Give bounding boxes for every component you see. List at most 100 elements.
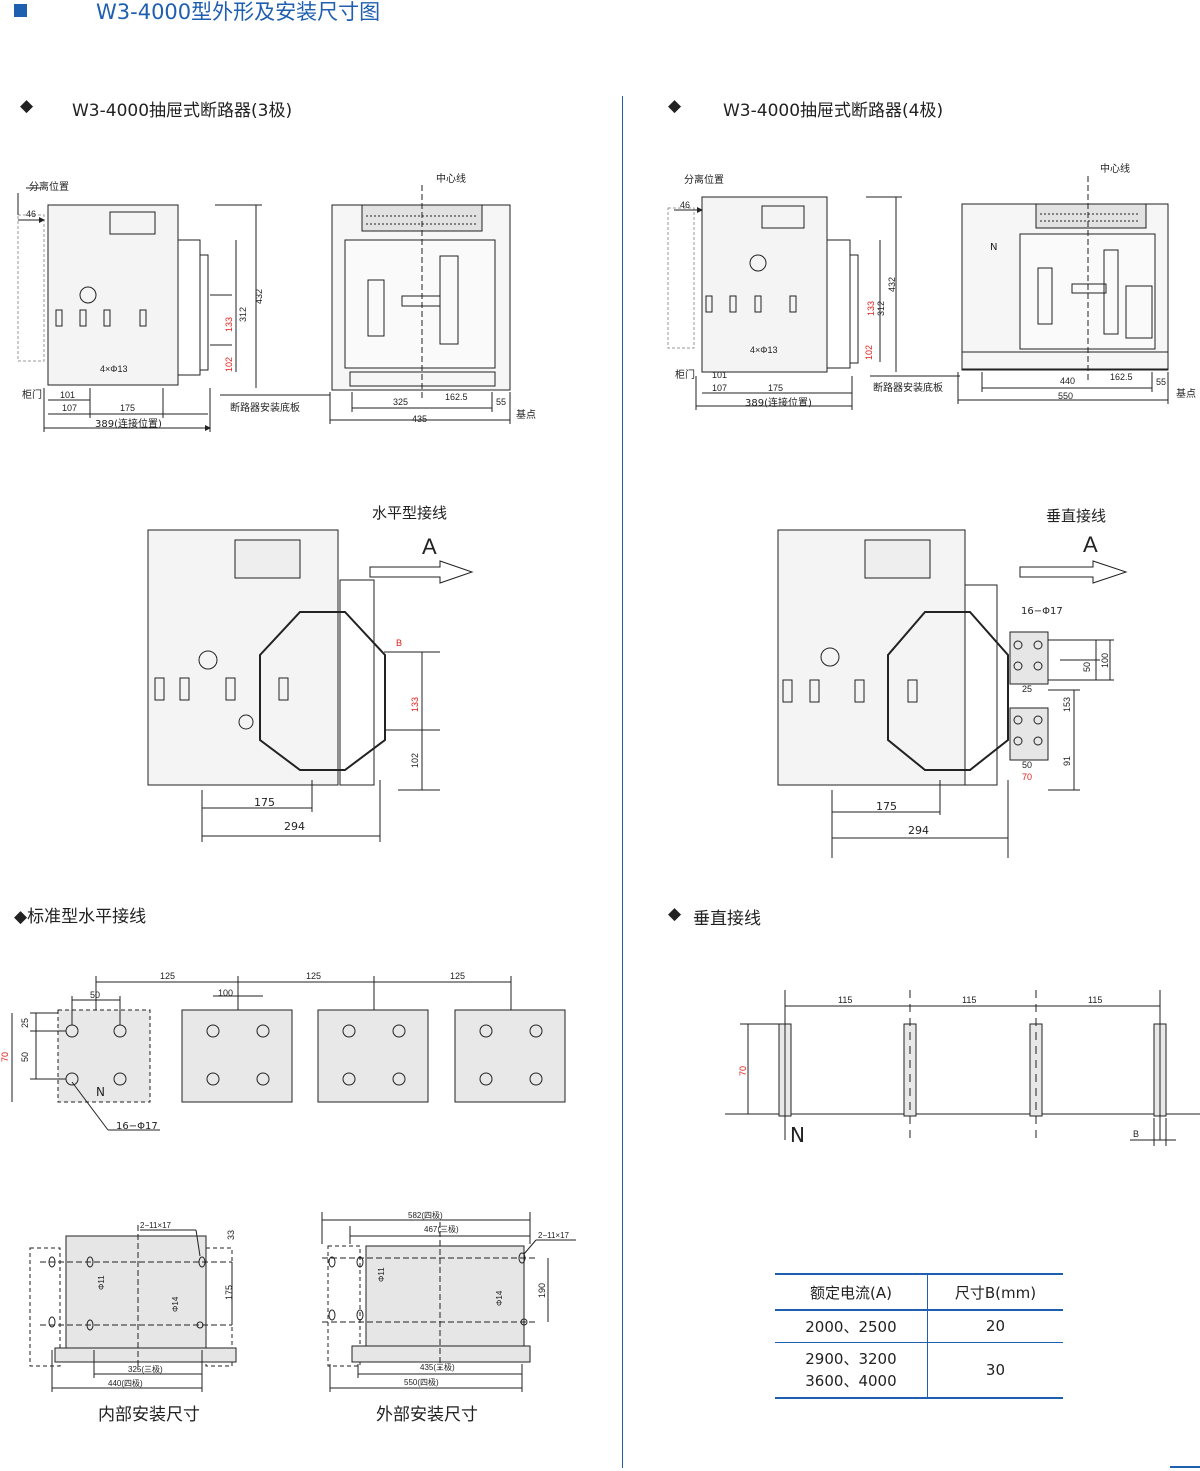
- label-base-point: 基点: [516, 408, 536, 421]
- diamond-icon: ◆: [20, 96, 34, 116]
- label-phi11-out: Φ11: [377, 1267, 386, 1282]
- section-vertical-title: 垂直接线: [693, 909, 761, 929]
- dim-91-v: 91: [1062, 756, 1072, 766]
- label-centerline: 中心线: [436, 172, 466, 185]
- table-cell: 2000、2500: [775, 1310, 928, 1343]
- label-holes-hd: 16−Φ17: [116, 1121, 158, 1132]
- dim-55-4: 55: [1156, 377, 1166, 387]
- dim-312-4: 312: [876, 301, 886, 316]
- drawing-outer-mount: [321, 1212, 576, 1392]
- diamond-icon: ◆: [668, 96, 682, 116]
- drawing-inner-mount: [29, 1225, 237, 1392]
- label-holes-4: 4×Φ13: [750, 345, 777, 355]
- dim-175-4: 175: [768, 383, 783, 393]
- rated-current-table: 额定电流(A) 尺寸B(mm) 2000、2500 20 2900、3200 3…: [775, 1273, 1063, 1399]
- caption-inner-mount: 内部安装尺寸: [98, 1405, 200, 1425]
- label-centerline-4: 中心线: [1100, 162, 1130, 175]
- label-B-vd: B: [1133, 1129, 1139, 1139]
- dim-133-4: 133: [866, 301, 876, 316]
- dim-102-h: 102: [410, 753, 420, 768]
- dim-115b: 115: [962, 995, 976, 1005]
- label-base-plate-4: 断路器安装底板: [873, 381, 943, 394]
- section-3pole-title: W3-4000抽屉式断路器(3极): [72, 101, 293, 121]
- column-divider: [622, 96, 623, 1468]
- table-cell: 20: [927, 1310, 1063, 1343]
- dim-175-in: 175: [224, 1285, 234, 1300]
- dim-70-hd: 70: [0, 1052, 10, 1062]
- label-phi14-in: Φ14: [171, 1296, 180, 1312]
- dim-582-out: 582(四极): [408, 1210, 443, 1220]
- dim-25-hd: 25: [20, 1018, 30, 1028]
- label-outer-holes: 2−11×17: [538, 1231, 570, 1240]
- label-A-v: A: [1083, 532, 1098, 557]
- dim-115c: 115: [1088, 995, 1102, 1005]
- label-cabinet-door-4: 柜门: [675, 368, 695, 381]
- dim-115a: 115: [838, 995, 852, 1005]
- dim-50b-v: 50: [1022, 760, 1032, 770]
- dim-125b: 125: [306, 971, 321, 981]
- dim-55: 55: [496, 397, 506, 407]
- label-A: A: [422, 534, 437, 559]
- section-std-horizontal-title: ◆标准型水平接线: [14, 907, 147, 927]
- dim-467-out: 467(三极): [424, 1224, 459, 1234]
- section-4pole-title: W3-4000抽屉式断路器(4极): [723, 101, 944, 121]
- dim-101: 101: [60, 390, 75, 400]
- dim-102: 102: [224, 357, 234, 372]
- label-holes-v: 16−Φ17: [1021, 606, 1063, 617]
- caption-outer-mount: 外部安装尺寸: [376, 1405, 478, 1425]
- label-phi14-out: Φ14: [495, 1290, 504, 1306]
- dim-46: 46: [26, 209, 36, 219]
- dim-33-in: 33: [226, 1230, 236, 1240]
- dim-102-4: 102: [864, 345, 874, 360]
- dim-550-4: 550: [1058, 391, 1073, 401]
- dim-46-4: 46: [680, 200, 690, 210]
- dim-175-h: 175: [254, 796, 275, 809]
- label-separate-pos-4: 分离位置: [684, 173, 724, 186]
- label-holes: 4×Φ13: [100, 364, 127, 374]
- dim-389-4: 389(连接位置): [745, 396, 812, 409]
- label-inner-holes: 2−11×17: [140, 1221, 172, 1230]
- dim-432-4: 432: [887, 277, 897, 292]
- drawing-busbar-vertical: [725, 990, 1200, 1146]
- dim-435: 435: [412, 414, 427, 424]
- dim-312: 312: [238, 307, 248, 322]
- table-cell: 30: [927, 1342, 1063, 1399]
- table-cell-line: 2900、3200: [805, 1349, 897, 1368]
- label-separate-pos: 分离位置: [29, 180, 69, 193]
- dim-435-out: 435(三极): [420, 1362, 455, 1372]
- dim-175-v: 175: [876, 800, 897, 813]
- dim-100-v: 100: [1100, 653, 1110, 668]
- dim-125c: 125: [450, 971, 465, 981]
- corner-mark: [1170, 1466, 1200, 1468]
- page-title: W3-4000型外形及安装尺寸图: [96, 0, 381, 24]
- dim-125a: 125: [160, 971, 175, 981]
- dim-101-4: 101: [712, 370, 727, 380]
- label-N-vd: N: [790, 1123, 805, 1147]
- table-header-current: 额定电流(A): [775, 1273, 928, 1311]
- label-B: B: [396, 638, 402, 648]
- dim-133: 133: [224, 317, 234, 332]
- dim-107-4: 107: [712, 383, 727, 393]
- dim-50-hd: 50: [90, 990, 100, 1000]
- label-cabinet-door: 柜门: [22, 388, 42, 401]
- drawing-3pole-front: [329, 185, 511, 424]
- dim-440-in: 440(四极): [108, 1378, 143, 1388]
- dim-50v-hd: 50: [20, 1052, 30, 1062]
- dim-175: 175: [120, 403, 135, 413]
- dim-325: 325: [393, 397, 408, 407]
- dim-190-out: 190: [537, 1283, 547, 1298]
- drawing-side-horizontal: [147, 529, 474, 842]
- dim-550-out: 550(四极): [404, 1377, 439, 1387]
- diamond-icon: ◆: [668, 904, 682, 924]
- dim-70-v: 70: [1022, 772, 1032, 782]
- drawing-3pole-side: [17, 187, 330, 432]
- table-cell-line: 3600、4000: [805, 1371, 897, 1390]
- dim-25-v: 25: [1022, 684, 1032, 694]
- dim-153-v: 153: [1062, 697, 1072, 712]
- label-horizontal-wiring: 水平型接线: [372, 504, 447, 522]
- dim-162-5: 162.5: [445, 392, 468, 402]
- dim-440-4: 440: [1060, 376, 1075, 386]
- label-base-plate: 断路器安装底板: [230, 401, 300, 414]
- dim-389: 389(连接位置): [95, 417, 162, 430]
